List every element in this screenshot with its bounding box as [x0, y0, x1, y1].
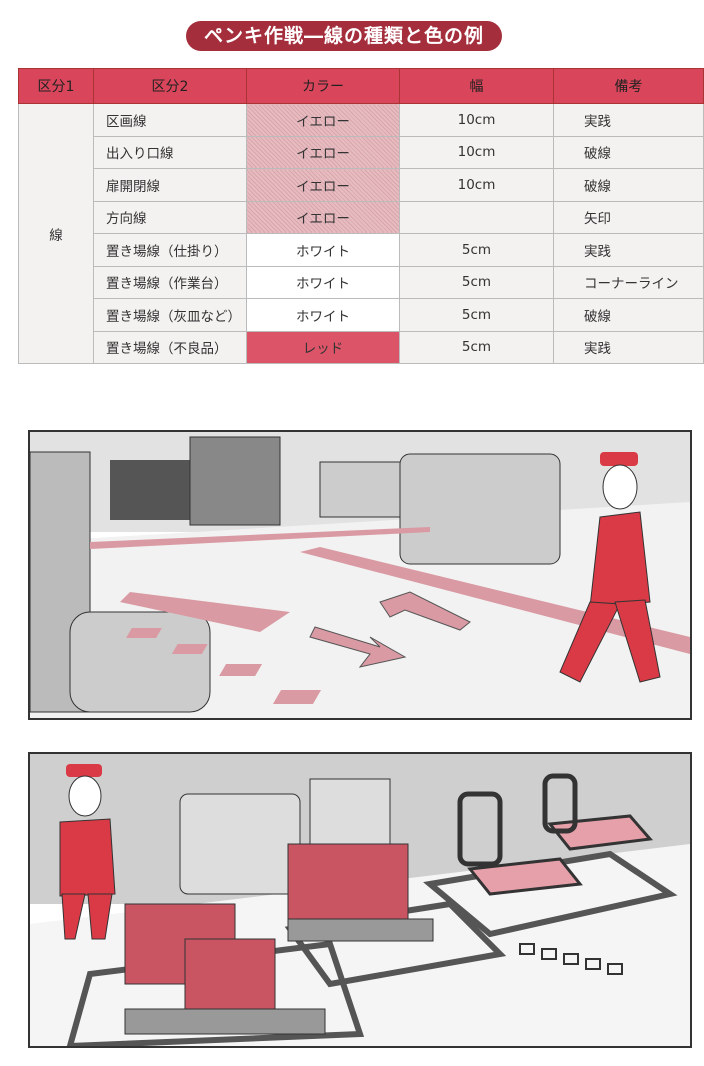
table-header-row: 区分1 区分2 カラー 幅 備考 [18, 68, 704, 104]
color-cell: イエロー [246, 135, 400, 169]
header-color: カラー [246, 68, 400, 104]
color-cell: ホワイト [246, 298, 400, 332]
color-cell: ホワイト [246, 265, 400, 299]
dashed-line [126, 628, 322, 704]
pointing-worker [59, 764, 116, 940]
category1-cell: 線 [18, 103, 94, 364]
page-title: ペンキ作戦―線の種類と色の例 [186, 21, 502, 51]
color-cell: イエロー [246, 200, 400, 234]
header-category2: 区分2 [93, 68, 247, 104]
note-cell: 破線 [553, 168, 704, 202]
width-cell: 10cm [399, 103, 554, 137]
line-type-cell: 置き場線（仕掛り） [93, 233, 247, 267]
line-type-cell: 置き場線（不良品） [93, 330, 247, 364]
storage-area-illustration [30, 754, 690, 1050]
header-category1: 区分1 [18, 68, 94, 104]
machine-dark [110, 460, 190, 520]
width-cell: 5cm [399, 265, 554, 299]
table-row: 方向線イエロー 矢印 [19, 200, 704, 234]
line-type-cell: 置き場線（灰皿など） [93, 298, 247, 332]
line-type-cell: 方向線 [93, 200, 247, 234]
note-cell: 実践 [553, 330, 704, 364]
header-notes: 備考 [553, 68, 704, 104]
line-type-cell: 区画線 [93, 103, 247, 137]
width-cell: 5cm [399, 298, 554, 332]
direction-arrow-icon [379, 591, 471, 631]
width-cell: 5cm [399, 233, 554, 267]
header-width: 幅 [399, 68, 554, 104]
width-cell: 10cm [399, 168, 554, 202]
width-cell [399, 200, 554, 234]
note-cell: コーナーライン [553, 265, 704, 299]
line-type-cell: 扉開閉線 [93, 168, 247, 202]
stacked-boxes [124, 843, 434, 1035]
color-cell: ホワイト [246, 233, 400, 267]
note-cell: 破線 [553, 298, 704, 332]
line-type-cell: 出入り口線 [93, 135, 247, 169]
illustration-storage-area [28, 752, 692, 1050]
defective-dashed-squares [519, 943, 623, 975]
illustration-walkway [28, 430, 692, 720]
width-cell: 10cm [399, 135, 554, 169]
width-cell: 5cm [399, 330, 554, 364]
factory-walkway-illustration [29, 432, 690, 718]
note-cell: 実践 [553, 103, 704, 137]
color-cell: レッド [246, 330, 400, 364]
line-type-cell: 置き場線（作業台） [93, 265, 247, 299]
note-cell: 破線 [553, 135, 704, 169]
hand-carts [457, 773, 653, 896]
color-cell: イエロー [246, 103, 400, 137]
direction-arrow-icon [309, 626, 407, 668]
color-cell: イエロー [246, 168, 400, 202]
note-cell: 矢印 [553, 200, 704, 234]
note-cell: 実践 [553, 233, 704, 267]
walking-worker [559, 452, 661, 683]
